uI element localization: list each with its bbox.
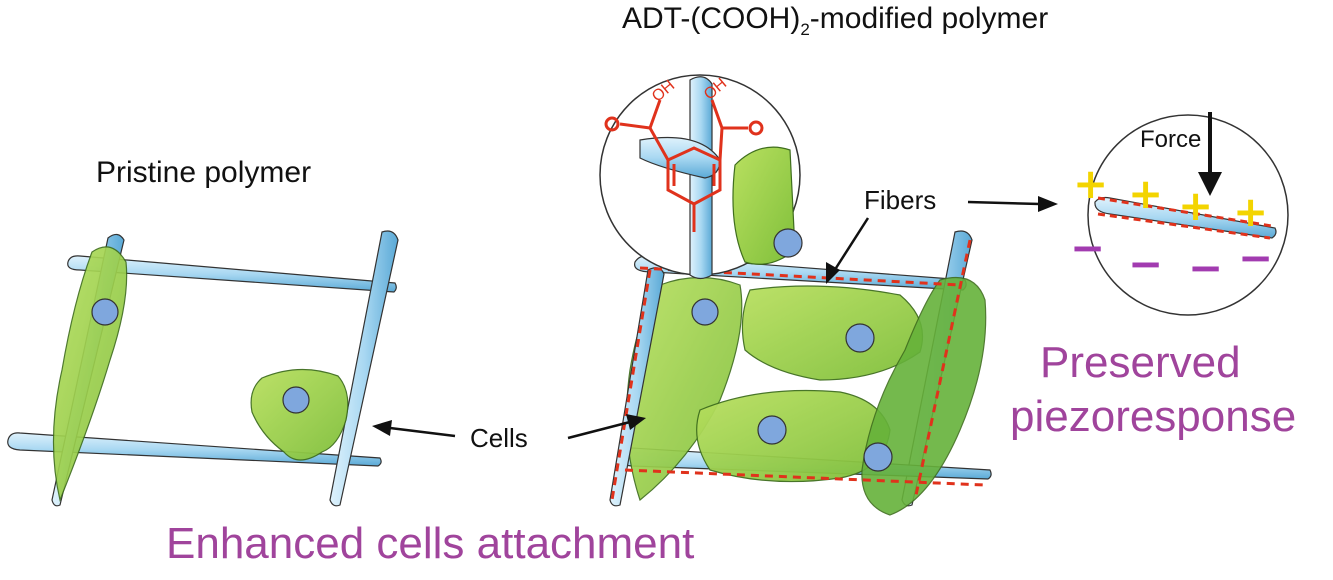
pristine-scaffold: [7, 230, 399, 507]
cell-nucleus: [691, 298, 719, 326]
cell: [250, 368, 349, 461]
fiber: [329, 230, 399, 507]
surface-modification-outline: [1097, 212, 1271, 240]
surface-modification-outline: [913, 239, 972, 501]
cell-nucleus: [91, 298, 119, 326]
cell-nucleus: [282, 386, 310, 414]
cell-nucleus: [773, 228, 803, 258]
cells-arrow-left: [389, 426, 456, 438]
cell: [626, 276, 743, 502]
cell: [741, 285, 924, 381]
pristine-polymer-title: Pristine polymer: [96, 156, 312, 189]
cells-arrow-right: [567, 420, 631, 440]
positive-charge: +: [1233, 187, 1268, 236]
preserved-piezoresponse-line2: piezoresponse: [1010, 392, 1297, 441]
surface-modification-outline: [639, 266, 961, 287]
fibers-arrowhead-down: [826, 262, 840, 284]
fibers-arrow-right: [967, 200, 1041, 206]
cell-nucleus: [757, 415, 787, 445]
fibers-label: Fibers: [864, 185, 937, 215]
cell: [696, 389, 891, 483]
surface-modification-outline: [1097, 196, 1273, 228]
cells-arrowhead-left: [372, 420, 392, 436]
fibers-arrow-down: [834, 217, 870, 269]
positive-charge: +: [1128, 169, 1163, 218]
fiber: [7, 432, 382, 467]
force-label: Force: [1140, 126, 1202, 153]
modified-scaffold: [609, 230, 992, 516]
preserved-piezoresponse-line1: Preserved: [1040, 338, 1241, 387]
fibers-arrowhead-right: [1038, 196, 1058, 212]
force-arrowhead: [1198, 172, 1222, 196]
cell-nucleus: [863, 442, 893, 472]
cell: [52, 246, 128, 502]
cell: [861, 276, 987, 516]
negative-charge: −: [1188, 243, 1223, 292]
surface-modification-outline: [624, 468, 986, 487]
cells-arrowhead-right: [626, 414, 646, 430]
negative-charge: −: [1128, 239, 1163, 288]
molecule-zoom-circle: OH OH: [599, 74, 803, 280]
cells-label: Cells: [470, 423, 528, 453]
modified-polymer-title: ADT-(COOH)2-modified polymer: [622, 2, 1049, 39]
enhanced-cells-attachment: Enhanced cells attachment: [166, 519, 695, 568]
piezo-zoom-circle: + + + + − − − −: [1070, 112, 1289, 316]
adt-cooh-molecule: [604, 99, 764, 232]
negative-charge: −: [1238, 233, 1273, 282]
surface-modification-outline: [610, 269, 652, 501]
positive-charge: +: [1073, 159, 1108, 208]
cell-nucleus: [845, 323, 875, 353]
negative-charge: −: [1070, 223, 1105, 272]
fiber: [67, 255, 397, 293]
positive-charge: +: [1178, 181, 1213, 230]
